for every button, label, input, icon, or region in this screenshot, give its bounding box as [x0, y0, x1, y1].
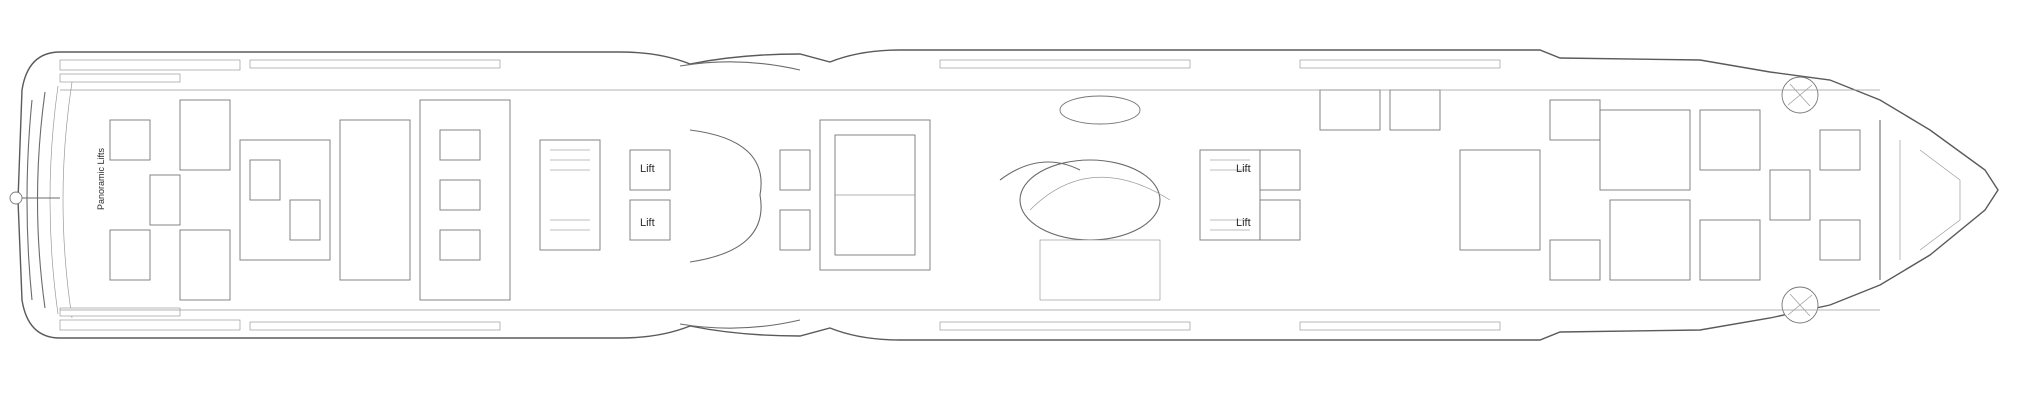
stern-arc-seating — [9, 81, 73, 319]
forward-rooms — [1319, 89, 1861, 281]
lift-label-2: Lift — [640, 217, 655, 229]
mid-aft-core — [539, 139, 671, 251]
forward-core — [1199, 149, 1301, 241]
panoramic-lifts-label: Panoramic Lifts — [96, 147, 106, 210]
aft-rooms — [109, 99, 511, 301]
atrium-curve — [689, 129, 762, 263]
lift-label-3: Lift — [1236, 163, 1251, 175]
midship-lounge-bottom — [679, 319, 801, 329]
lift-label-4: Lift — [1236, 217, 1251, 229]
bow-fan-bottom — [1781, 286, 1819, 324]
central-hall — [779, 119, 931, 271]
lift-label-1: Lift — [640, 163, 655, 175]
hull-outline — [17, 49, 1999, 341]
bow-structure — [1879, 120, 1961, 280]
aft-seating-top — [59, 59, 501, 83]
bow-fan-top — [1781, 76, 1819, 114]
forward-seating — [939, 59, 1501, 331]
midship-lounge-top — [679, 61, 801, 71]
aft-seating-bottom — [59, 307, 501, 331]
corridors — [60, 89, 1880, 311]
